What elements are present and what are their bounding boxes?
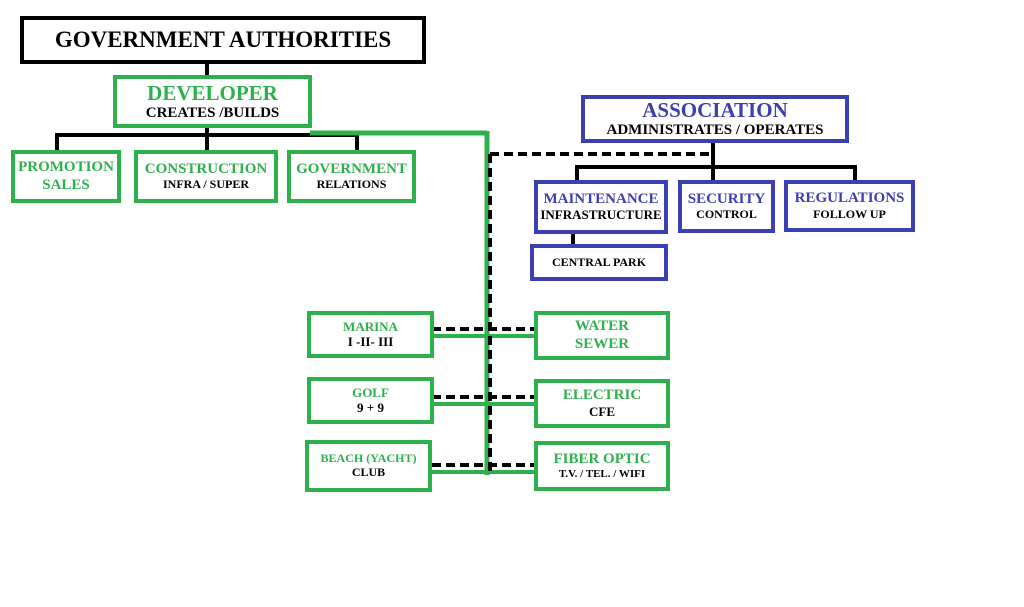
fiber-optic-label: FIBER OPTIC: [553, 451, 651, 468]
association-title: ASSOCIATION: [642, 98, 788, 123]
security-box: SECURITY CONTROL: [678, 180, 775, 233]
marina-label: MARINA: [343, 318, 398, 334]
promotion-label: PROMOTION: [18, 159, 114, 176]
association-subtitle: ADMINISTRATES / OPERATES: [606, 122, 824, 139]
security-label: SECURITY: [687, 190, 766, 207]
government-authorities-title: GOVERNMENT AUTHORITIES: [54, 26, 392, 52]
maintenance-box: MAINTENANCE INFRASTRUCTURE: [534, 180, 668, 234]
marina-box: MARINA I -II- III: [307, 311, 434, 358]
government-relations-label: GOVERNMENT: [296, 160, 407, 177]
beach-yacht-label: BEACH (YACHT): [320, 451, 417, 466]
government-authorities-box: GOVERNMENT AUTHORITIES: [20, 16, 426, 64]
infrastructure-sublabel: INFRASTRUCTURE: [540, 207, 662, 223]
construction-label: CONSTRUCTION: [144, 160, 268, 177]
fiber-optic-box: FIBER OPTIC T.V. / TEL. / WIFI: [534, 441, 670, 491]
maintenance-label: MAINTENANCE: [543, 190, 659, 207]
association-box: ASSOCIATION ADMINISTRATES / OPERATES: [581, 95, 849, 143]
central-park-label: CENTRAL PARK: [551, 254, 647, 269]
sales-label: SALES: [42, 176, 90, 193]
beach-club-box: BEACH (YACHT) CLUB: [305, 440, 432, 492]
water-label: WATER: [575, 318, 629, 335]
water-sewer-box: WATER SEWER: [534, 311, 670, 360]
follow-up-sublabel: FOLLOW UP: [813, 206, 886, 221]
electric-box: ELECTRIC CFE: [534, 379, 670, 428]
sewer-label: SEWER: [574, 335, 630, 352]
relations-sublabel: RELATIONS: [316, 177, 387, 192]
fiber-sublabel: T.V. / TEL. / WIFI: [558, 468, 646, 481]
golf-label: GOLF: [352, 384, 389, 400]
construction-sublabel: INFRA / SUPER: [162, 177, 249, 192]
golf-sublabel: 9 + 9: [357, 399, 384, 415]
regulations-box: REGULATIONS FOLLOW UP: [784, 180, 915, 232]
developer-subtitle: CREATES /BUILDS: [145, 104, 280, 121]
developer-box: DEVELOPER CREATES /BUILDS: [113, 75, 312, 128]
construction-box: CONSTRUCTION INFRA / SUPER: [134, 150, 278, 203]
regulations-label: REGULATIONS: [794, 190, 905, 207]
promotion-sales-box: PROMOTION SALES: [11, 150, 121, 203]
developer-title: DEVELOPER: [147, 80, 278, 105]
control-sublabel: CONTROL: [696, 207, 757, 222]
club-sublabel: CLUB: [351, 465, 386, 479]
central-park-box: CENTRAL PARK: [530, 244, 668, 281]
government-relations-box: GOVERNMENT RELATIONS: [287, 150, 416, 203]
golf-box: GOLF 9 + 9: [307, 377, 434, 424]
marina-sublabel: I -II- III: [347, 333, 394, 349]
electric-label: ELECTRIC: [562, 387, 642, 404]
cfe-sublabel: CFE: [589, 403, 615, 419]
